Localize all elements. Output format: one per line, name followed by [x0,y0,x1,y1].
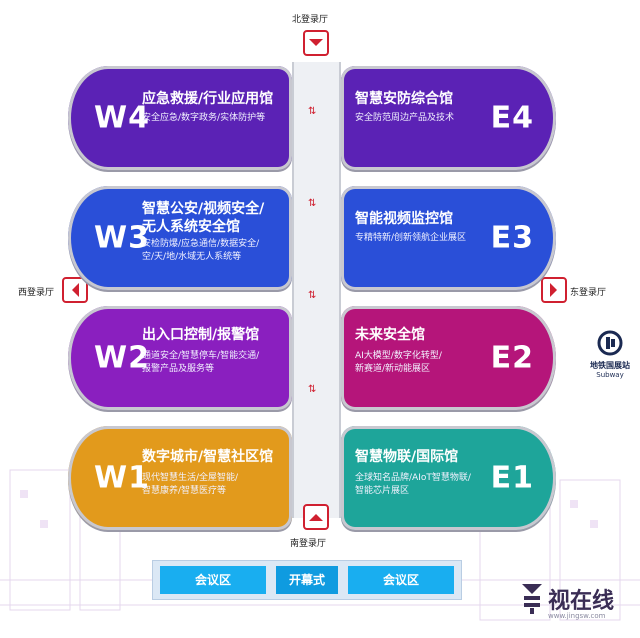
opening-ceremony[interactable]: 开幕式 [276,566,338,594]
hall-code: W1 [94,460,150,496]
hall-name: 应急救援/行业应用馆 [142,91,274,107]
hall-e4[interactable]: 智慧安防综合馆 安全防范周边产品及技术 E4 [341,66,556,170]
hall-desc: 智慧康养/智慧医疗等 [142,486,227,496]
hall-name: 出入口控制/报警馆 [142,327,260,343]
hall-w2[interactable]: W2 出入口控制/报警馆 通道安全/智慧停车/智能交通/ 报警产品及服务等 [68,306,292,410]
logo-url: www.jingsw.com [548,612,606,620]
hall-desc: 全球知名品牌/AIoT智慧物联/ [355,473,471,483]
corridor-arrow-icon: ⇅ [308,290,317,301]
hall-name: 智慧公安/视频安全/ [142,201,265,217]
hall-name: 智能视频监控馆 [355,211,453,227]
hall-desc: 新赛道/新动能展区 [355,364,431,374]
hall-desc: 现代智慧生活/全屋智能/ [142,473,239,483]
hall-desc: AI大模型/数字化转型/ [355,351,442,361]
central-corridor [292,62,341,518]
hall-desc: 安全防范周边产品及技术 [355,113,455,123]
hall-w1[interactable]: W1 数字城市/智慧社区馆 现代智慧生活/全屋智能/ 智慧康养/智慧医疗等 [68,426,292,530]
entrance-south-label: 南登录厅 [290,539,327,549]
subway-icon [597,330,623,356]
hall-code: W3 [94,220,150,256]
hall-name: 未来安全馆 [355,327,425,343]
hall-w4[interactable]: W4 应急救援/行业应用馆 安全应急/数字政务/实体防护等 [68,66,292,170]
hall-desc: 安全应急/数字政务/实体防护等 [142,113,266,123]
hall-desc: 专精特新/创新领航企业展区 [355,233,467,243]
hall-e1[interactable]: 智慧物联/国际馆 全球知名品牌/AIoT智慧物联/ 智能芯片展区 E1 [341,426,556,530]
hall-code: E3 [490,220,534,256]
hall-e2[interactable]: 未来安全馆 AI大模型/数字化转型/ 新赛道/新动能展区 E2 [341,306,556,410]
entrance-east-label: 东登录厅 [570,288,607,298]
logo-text: 视在线 [548,588,615,614]
entrance-south-icon[interactable] [303,504,329,530]
hall-code: E2 [490,340,534,376]
logo-mark-icon [522,584,542,614]
entrance-north-icon[interactable] [303,30,329,56]
conference-left[interactable]: 会议区 [160,566,266,594]
hall-desc: 报警产品及服务等 [142,364,215,374]
hall-desc: 安检防爆/应急通信/数据安全/ [142,239,260,249]
corridor-arrow-icon: ⇅ [308,106,317,117]
hall-code: E1 [490,460,534,496]
hall-name: 无人系统安全馆 [142,219,240,235]
hall-name: 智慧物联/国际馆 [355,449,459,465]
hall-name: 智慧安防综合馆 [355,91,453,107]
entrance-west-icon[interactable] [62,277,88,303]
hall-e3[interactable]: 智能视频监控馆 专精特新/创新领航企业展区 E3 [341,186,556,290]
hall-code: W4 [94,100,150,136]
conference-right[interactable]: 会议区 [348,566,454,594]
corridor-arrow-icon: ⇅ [308,198,317,209]
hall-desc: 智能芯片展区 [355,486,410,496]
hall-desc: 空/天/地/水域无人系统等 [142,252,242,262]
subway-station[interactable]: 地铁国展站 Subway [580,330,640,379]
subway-name: 地铁国展站 [590,361,630,370]
hall-w3[interactable]: W3 智慧公安/视频安全/ 无人系统安全馆 安检防爆/应急通信/数据安全/ 空/… [68,186,292,290]
subway-en: Subway [596,371,624,379]
hall-name: 数字城市/智慧社区馆 [142,449,274,465]
entrance-west-label: 西登录厅 [18,288,55,298]
entrance-east-icon[interactable] [541,277,567,303]
corridor-arrow-icon: ⇅ [308,384,317,395]
hall-code: W2 [94,340,150,376]
hall-code: E4 [490,100,534,136]
hall-desc: 通道安全/智慧停车/智能交通/ [142,351,260,361]
entrance-north-label: 北登录厅 [292,15,329,25]
